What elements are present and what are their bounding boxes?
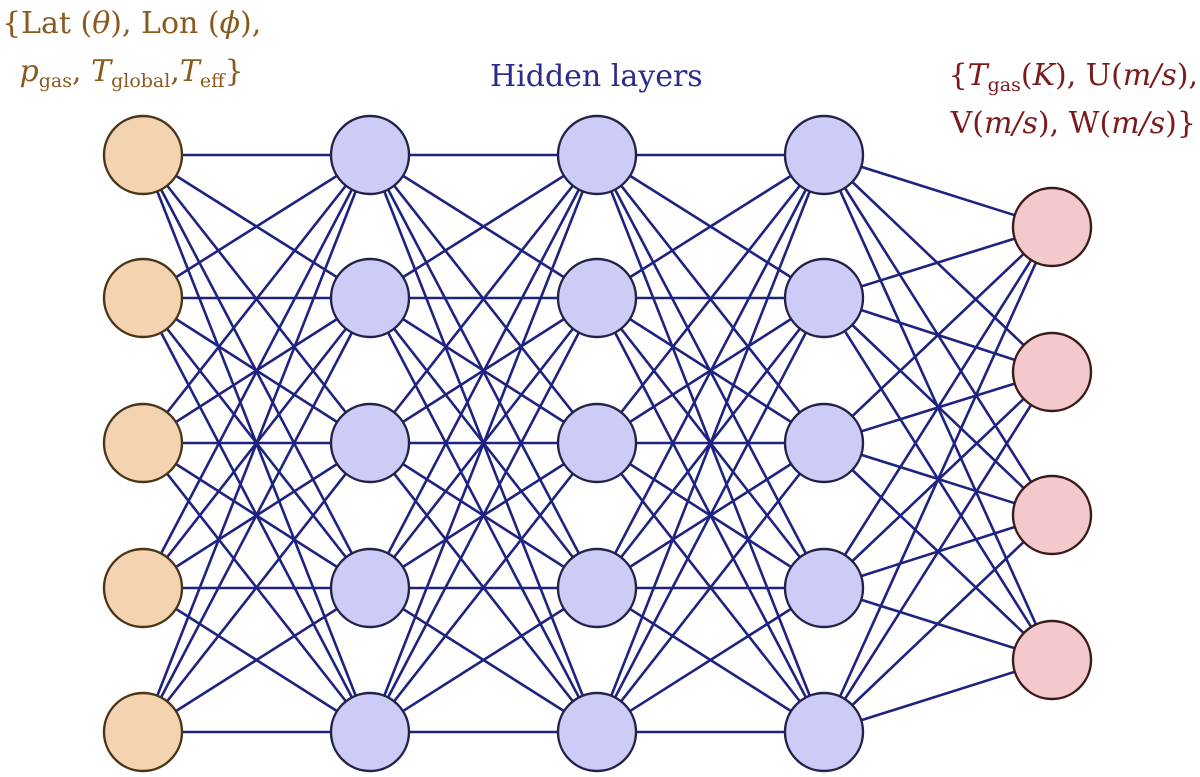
output-node-l4-0 [1011, 186, 1093, 268]
edge-l0-4-l1-1 [141, 297, 372, 733]
neurons [102, 114, 1093, 773]
hidden-node-l1-1 [329, 257, 411, 339]
edge-l2-4-l3-3 [596, 586, 825, 734]
edge-l3-2-l4-0 [823, 226, 1053, 444]
edge-l2-4-l3-2 [595, 442, 826, 733]
edge-l1-4-l2-0 [368, 154, 599, 733]
input-features-label: {Lat (θ), Lon (ϕ), pgas, Tglobal,Teff} [2, 0, 261, 96]
input-label-line-2: pgas, Tglobal,Teff} [19, 54, 244, 92]
input-node-l0-3 [102, 547, 184, 629]
output-features-label: {Tgas(K), U(m/s), V(m/s), W(m/s)} [949, 52, 1198, 148]
edge-l3-4-l4-1 [822, 371, 1054, 733]
output-label-line-1: {Tgas(K), U(m/s), [948, 58, 1198, 96]
edge-l0-3-l1-0 [141, 154, 372, 589]
edge-l1-4-l2-2 [368, 442, 599, 733]
hidden-node-l2-2 [556, 402, 638, 484]
edge-l1-2-l2-0 [368, 154, 599, 444]
edge-l3-4-l4-0 [822, 226, 1054, 733]
hidden-node-l2-4 [556, 691, 638, 773]
output-node-l4-1 [1011, 331, 1093, 413]
output-label-line-2: V(m/s), W(m/s)} [950, 106, 1196, 141]
hidden-node-l1-0 [329, 114, 411, 196]
edge-l1-4-l2-1 [368, 297, 599, 733]
edge-l2-4-l3-0 [595, 154, 826, 733]
edge-l0-4-l1-3 [142, 586, 371, 734]
hidden-node-l2-1 [556, 257, 638, 339]
hidden-layers-label: Hidden layers [490, 59, 703, 94]
input-node-l0-2 [102, 402, 184, 484]
edge-l2-3-l3-0 [595, 154, 826, 589]
hidden-node-l3-3 [783, 547, 865, 629]
connections [141, 153, 1054, 734]
input-node-l0-1 [102, 257, 184, 339]
hidden-node-l3-2 [783, 402, 865, 484]
edge-l0-1-l1-0 [142, 153, 371, 300]
hidden-node-l3-0 [783, 114, 865, 196]
edge-l1-4-l2-3 [369, 586, 598, 734]
edge-l0-4-l1-0 [141, 154, 372, 733]
edge-l1-1-l2-0 [369, 153, 598, 300]
edge-l3-3-l4-0 [822, 226, 1054, 589]
edge-l2-2-l3-0 [595, 154, 826, 444]
edge-l2-4-l3-1 [595, 297, 826, 733]
hidden-node-l3-1 [783, 257, 865, 339]
input-node-l0-0 [102, 114, 184, 196]
hidden-node-l1-3 [329, 547, 411, 629]
output-node-l4-3 [1011, 619, 1093, 701]
hidden-node-l2-3 [556, 547, 638, 629]
hidden-node-l1-4 [329, 691, 411, 773]
edge-l0-4-l1-2 [141, 442, 372, 733]
edge-l2-1-l3-0 [596, 153, 825, 300]
hidden-node-l3-4 [783, 691, 865, 773]
edge-l0-2-l1-0 [141, 154, 372, 444]
output-node-l4-2 [1011, 474, 1093, 556]
edge-l1-3-l2-0 [368, 154, 599, 589]
hidden-node-l2-0 [556, 114, 638, 196]
input-node-l0-4 [102, 691, 184, 773]
edge-l3-4-l4-2 [823, 514, 1053, 733]
hidden-node-l1-2 [329, 402, 411, 484]
input-label-line-1: {Lat (θ), Lon (ϕ), [2, 6, 262, 41]
